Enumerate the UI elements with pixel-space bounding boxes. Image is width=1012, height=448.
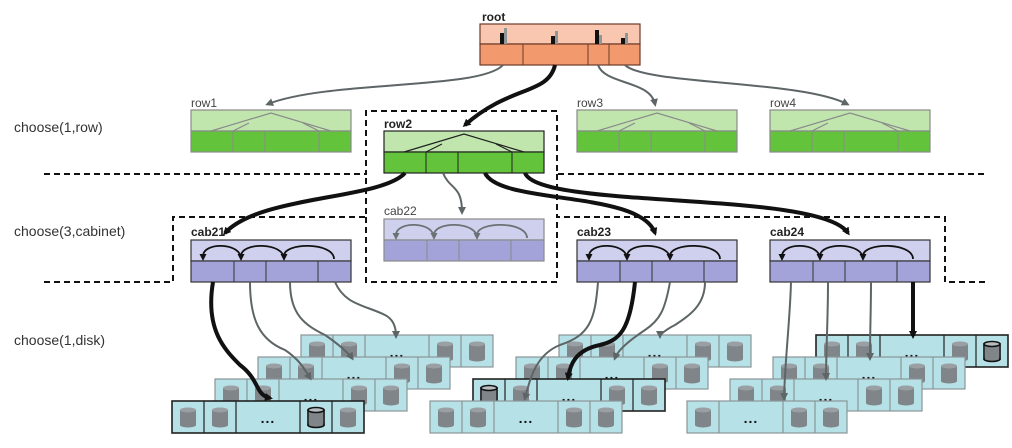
ellipsis-text: ...	[519, 410, 534, 426]
row-label: row2	[384, 117, 412, 131]
disk-trays: ....................................	[171, 334, 1009, 434]
tree-icon	[789, 112, 911, 132]
disk-icon	[823, 407, 839, 428]
arrow-root-row2	[462, 64, 557, 127]
disk-tray: ...	[429, 400, 623, 434]
arrow-row2-cab23	[483, 171, 658, 236]
ellipsis-text: ...	[819, 388, 834, 404]
disk-arrows	[209, 281, 917, 401]
cabinet-label: cab23	[577, 225, 611, 239]
root-bucket: root	[479, 10, 641, 66]
arrow-row2-cab22	[442, 172, 466, 215]
level-label-row: choose(1,row)	[14, 119, 103, 135]
cabinet-label: cab21	[191, 225, 225, 239]
disk-icon	[438, 407, 454, 428]
disk-icon	[469, 341, 485, 362]
arrow-root-row1	[265, 64, 504, 106]
disk-icon	[727, 341, 743, 362]
disk-tray: ...	[171, 400, 365, 434]
ellipsis-text: ...	[744, 410, 759, 426]
ellipsis-text: ...	[390, 344, 405, 360]
ellipsis-text: ...	[905, 344, 920, 360]
tree-icon	[210, 112, 332, 132]
disk-icon	[180, 407, 196, 428]
row-bucket-row4: row4	[769, 96, 931, 153]
disk-icon	[641, 385, 657, 406]
disk-icon	[470, 407, 486, 428]
arrow-root-row4	[624, 64, 850, 106]
disk-icon	[340, 407, 356, 428]
row-bucket-row1: row1	[190, 96, 352, 153]
cabinet-buckets: cab21 cab22 cab23 cab24	[190, 204, 931, 283]
arrow-row2-cab24	[523, 171, 850, 236]
list-arc-icon	[666, 244, 721, 261]
level-separators	[44, 110, 985, 283]
disk-icon	[426, 363, 442, 384]
row-label: row4	[770, 96, 796, 110]
ellipsis-text: ...	[347, 366, 362, 382]
cabinet-bucket-cab23: cab23	[576, 225, 738, 283]
arrow-root-row3	[597, 64, 658, 107]
row-label: row3	[577, 96, 603, 110]
row-label: row1	[191, 96, 217, 110]
ellipsis-text: ...	[605, 366, 620, 382]
cabinet-label: cab24	[770, 225, 804, 239]
ellipsis-text: ...	[261, 410, 276, 426]
disk-icon	[383, 385, 399, 406]
row-bucket-row2: row2	[383, 117, 545, 174]
root-label: root	[482, 10, 505, 24]
disk-icon	[866, 385, 882, 406]
row-buckets: row1 row2 row3 row4	[190, 96, 931, 174]
cabinet-bucket-cab21: cab21	[190, 225, 352, 283]
list-arc-icon	[280, 244, 335, 261]
disk-icon	[212, 407, 228, 428]
tree-icon	[596, 112, 718, 132]
row-bucket-row3: row3	[576, 96, 738, 153]
ellipsis-text: ...	[562, 388, 577, 404]
disk-icon	[791, 407, 807, 428]
disk-icon	[598, 407, 614, 428]
weight-bars-icon	[500, 28, 628, 44]
disk-icon	[695, 407, 711, 428]
cabinet-label: cab22	[384, 204, 417, 218]
selected-disk-icon	[307, 406, 325, 429]
list-arc-icon	[473, 223, 528, 240]
level-label-cabinet: choose(3,cabinet)	[14, 223, 125, 239]
tree-icon	[403, 133, 525, 153]
cabinet-bucket-cab22: cab22	[383, 204, 545, 262]
disk-icon	[941, 363, 957, 384]
disk-tray: ...	[686, 400, 848, 434]
selected-disk-icon	[983, 340, 1001, 363]
disk-icon	[684, 363, 700, 384]
ellipsis-text: ...	[648, 344, 663, 360]
ellipsis-text: ...	[304, 388, 319, 404]
list-arc-icon	[859, 244, 914, 261]
ellipsis-text: ...	[862, 366, 877, 382]
level-label-disk: choose(1,disk)	[14, 332, 105, 348]
disk-icon	[566, 407, 582, 428]
cabinet-bucket-cab24: cab24	[769, 225, 931, 283]
arrow-row2-cab21	[222, 171, 407, 236]
disk-icon	[898, 385, 914, 406]
